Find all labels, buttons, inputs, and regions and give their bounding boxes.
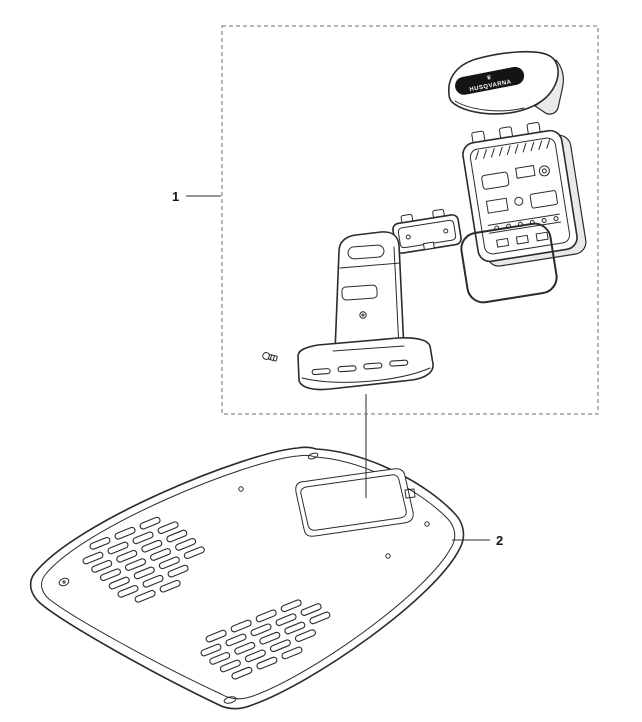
vent-slot [183, 546, 205, 560]
vent-slot [230, 619, 252, 633]
vent-slot [150, 548, 172, 561]
vent-slot [108, 576, 130, 590]
panel-outer-frame [462, 129, 578, 263]
panel-inner-frame [469, 137, 571, 255]
vent-slot [284, 621, 306, 635]
screw-part [262, 352, 278, 362]
gasket-part [460, 222, 558, 304]
vent-slot [259, 631, 281, 645]
callout-2: 2 [452, 533, 503, 548]
pedestal-base-slots [311, 359, 409, 376]
opening-tab [404, 488, 416, 499]
pedestal-top-slot [347, 244, 385, 260]
brand-crown-icon: ♛ [486, 74, 493, 82]
chassis-part [29, 446, 465, 710]
vent-slot [205, 629, 227, 643]
mount-bracket-part [392, 208, 462, 254]
callout-2-label: 2 [496, 533, 503, 548]
vent-slot [82, 551, 104, 565]
pedestal-part [297, 231, 434, 391]
vent-slot [294, 629, 316, 642]
control-panel-part [462, 121, 587, 267]
vent-slot [219, 659, 241, 673]
chassis-holes [58, 452, 430, 704]
vent-slot [269, 639, 291, 653]
vent-slot [89, 536, 111, 550]
pedestal-window [341, 284, 378, 301]
vent-slot [167, 564, 189, 578]
vent-slot [107, 541, 129, 555]
vent-slots-bottom [200, 599, 331, 680]
chassis-opening [295, 468, 416, 537]
vent-slot [117, 584, 139, 598]
vent-slot [139, 516, 161, 530]
vent-slot [99, 568, 121, 582]
vent-slot [116, 549, 138, 563]
vent-slot [300, 603, 322, 616]
cover-bottom-edge [454, 100, 525, 112]
bracket-notch [422, 241, 435, 251]
vent-slot [175, 537, 197, 551]
vent-slot [225, 633, 247, 647]
vent-slot [309, 611, 331, 625]
vent-slot [209, 652, 231, 665]
vent-slot [158, 556, 180, 570]
gasket-loop [460, 222, 558, 304]
pedestal-base-flange [301, 367, 431, 383]
vent-slot [133, 566, 155, 580]
vent-slot [141, 539, 163, 553]
pedestal-screw-hole [359, 311, 367, 319]
vent-slots-left [82, 516, 205, 603]
vent-slot [200, 643, 222, 657]
vent-slot [125, 558, 147, 571]
vent-slot [256, 656, 278, 670]
vent-slot [234, 641, 256, 655]
vent-slot [134, 589, 156, 603]
vent-slot [250, 623, 272, 637]
chassis-inner-rim [41, 454, 456, 700]
display-cover-part: ♛ HUSQVARNA [448, 50, 564, 115]
vent-slot [142, 574, 164, 588]
vent-slot [281, 646, 303, 660]
callout-1: 1 [172, 189, 221, 204]
vent-slot [91, 560, 113, 573]
vent-slot [157, 521, 179, 535]
vent-slot [255, 609, 277, 623]
vent-slot [166, 529, 188, 543]
vent-slot [132, 531, 154, 545]
vent-slot [275, 613, 297, 627]
vent-slot [114, 526, 136, 540]
vent-slot [231, 666, 253, 680]
callout-1-label: 1 [172, 189, 179, 204]
vent-slot [244, 649, 266, 663]
vent-slot [280, 599, 302, 613]
vent-slot [159, 579, 181, 593]
brand-band-bg [455, 66, 525, 95]
assembly-group-box [221, 25, 599, 415]
